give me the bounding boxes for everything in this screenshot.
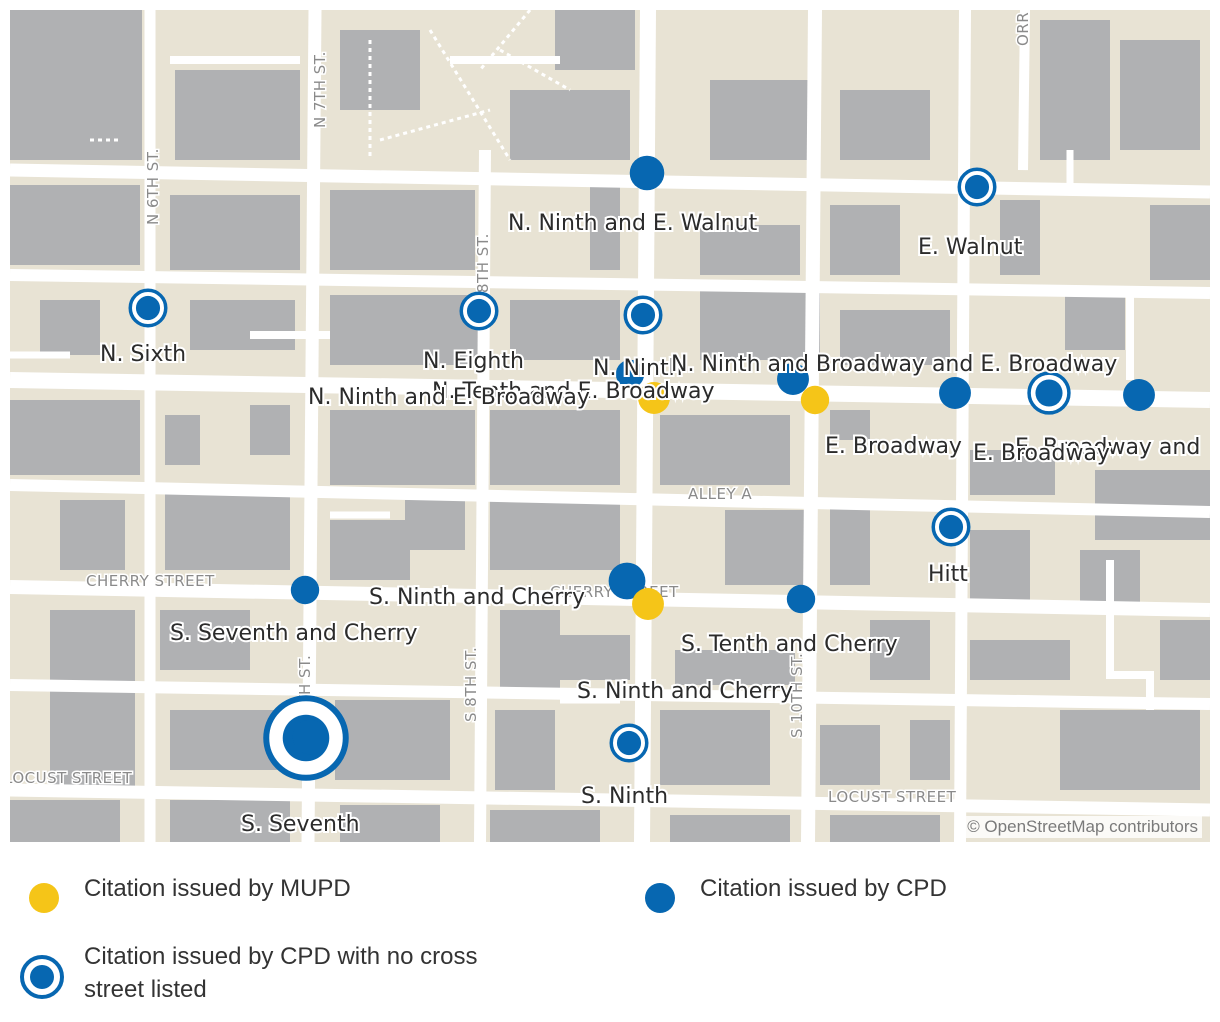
map-label-n-eighth: N. Eighth (423, 349, 524, 374)
mupd-dot-icon (20, 872, 66, 918)
map-label-n-sixth: N. Sixth (100, 342, 186, 367)
citation-marker-cpd[interactable] (290, 575, 320, 605)
citation-marker-cpd[interactable] (939, 377, 971, 409)
citation-marker-cpd[interactable] (608, 562, 646, 600)
map-label-n-ninth-e-walnut: N. Ninth and E. Walnut (508, 211, 758, 236)
cpd-dot-fill (645, 883, 675, 913)
map-label-n-tenth-e-broadway: N. Tenth and E. Broadway (432, 379, 715, 404)
citation-marker-cpd-no-cross[interactable] (938, 514, 964, 540)
street-label-locust-west: LOCUST STREET (10, 769, 133, 787)
citation-map[interactable]: N 6TH ST. N 7TH ST. N 8TH ST. S 8TH ST. … (10, 10, 1210, 842)
citation-marker-cpd-no-cross[interactable] (135, 295, 161, 321)
map-label-s-seventh-cherry: S. Seventh and Cherry (170, 621, 417, 646)
citation-marker-cpd-no-cross[interactable] (630, 302, 656, 328)
location-label-layer: N. Ninth and E. Walnut E. Walnut N. Sixt… (98, 209, 1202, 839)
building-layer (10, 10, 1210, 842)
map-label-s-ninth-cherry-1: S. Ninth and Cherry (369, 585, 585, 610)
citation-marker-cpd[interactable] (786, 584, 816, 614)
street-label-cherry-west: CHERRY STREET (86, 572, 215, 590)
map-label-n-ninth-broadway: N. Ninth and Broadway and E. Broadway (671, 352, 1117, 377)
street-label-orr: ORR (1014, 12, 1032, 46)
map-label-e-broadway-1: E. Broadway (825, 434, 962, 459)
citation-marker-cpd-no-cross[interactable] (616, 730, 642, 756)
cpd-ring-center (30, 965, 54, 989)
citation-marker-mupd[interactable] (638, 382, 670, 414)
citation-marker-mupd[interactable] (632, 588, 664, 620)
citation-marker-cpd[interactable] (1123, 379, 1155, 411)
legend-label-mupd: Citation issued by MUPD (84, 875, 351, 902)
map-canvas: N 6TH ST. N 7TH ST. N 8TH ST. S 8TH ST. … (10, 10, 1210, 842)
map-label-e-broadway-and: E. Broadway and (1015, 435, 1200, 460)
street-label-alley-a: ALLEY A (688, 485, 752, 503)
street-label-n8th: N 8TH ST. (474, 233, 492, 310)
map-label-n-ninth-e-broadway: N. Ninth and E. Broadway (308, 385, 590, 410)
street-label-s8th: S 8TH ST. (462, 647, 480, 722)
map-label-e-walnut: E. Walnut (918, 235, 1023, 260)
citation-marker-cpd[interactable] (629, 155, 665, 191)
street-label-n7th: N 7TH ST. (311, 51, 329, 128)
citation-marker-cpd[interactable] (615, 359, 645, 389)
street-label-s10th: S 10TH ST. (788, 653, 806, 738)
legend-label-cpd-no-cross-line1: Citation issued by CPD with no cross (84, 943, 478, 970)
road-layer (10, 10, 1210, 842)
citation-marker-cpd[interactable] (777, 363, 809, 395)
legend-item-cpd-no-cross: Citation issued by CPD with no cross str… (20, 940, 478, 1006)
citation-marker-cpd[interactable] (292, 719, 328, 755)
footpath-layer (90, 10, 571, 161)
map-label-s-seventh: S. Seventh (241, 812, 360, 837)
cpd-dot-icon (636, 872, 682, 918)
map-label-n-ninth: N. Ninth (593, 356, 683, 381)
citation-marker-cpd-no-cross[interactable] (1035, 379, 1063, 407)
legend-label-cpd-no-cross: Citation issued by CPD with no cross str… (84, 940, 478, 1006)
legend-item-mupd: Citation issued by MUPD (20, 872, 351, 918)
map-label-s-tenth-cherry: S. Tenth and Cherry (681, 632, 898, 657)
map-label-s-ninth-cherry-2: S. Ninth and Cherry (577, 679, 793, 704)
map-label-s-ninth: S. Ninth (581, 784, 668, 809)
map-label-hitt: Hitt (928, 562, 968, 587)
legend-item-cpd: Citation issued by CPD (636, 872, 947, 918)
street-label-n6th: N 6TH ST. (144, 148, 162, 225)
citation-marker-cpd-no-cross[interactable] (466, 298, 492, 324)
citation-marker-cpd-no-cross[interactable] (964, 174, 990, 200)
map-legend: Citation issued by MUPD Citation issued … (0, 842, 1220, 1022)
citation-marker-mupd[interactable] (800, 385, 830, 415)
street-label-locust-east: LOCUST STREET (828, 788, 957, 806)
cpd-ring-dot-icon (20, 940, 66, 999)
legend-label-cpd: Citation issued by CPD (700, 875, 947, 902)
marker-layer (128, 155, 1155, 781)
map-attribution[interactable]: © OpenStreetMap contributors (963, 816, 1202, 838)
legend-label-cpd-no-cross-line2: street listed (84, 976, 207, 1003)
map-label-e-broadway-2: E. Broadway (973, 441, 1110, 466)
mupd-dot-fill (29, 883, 59, 913)
